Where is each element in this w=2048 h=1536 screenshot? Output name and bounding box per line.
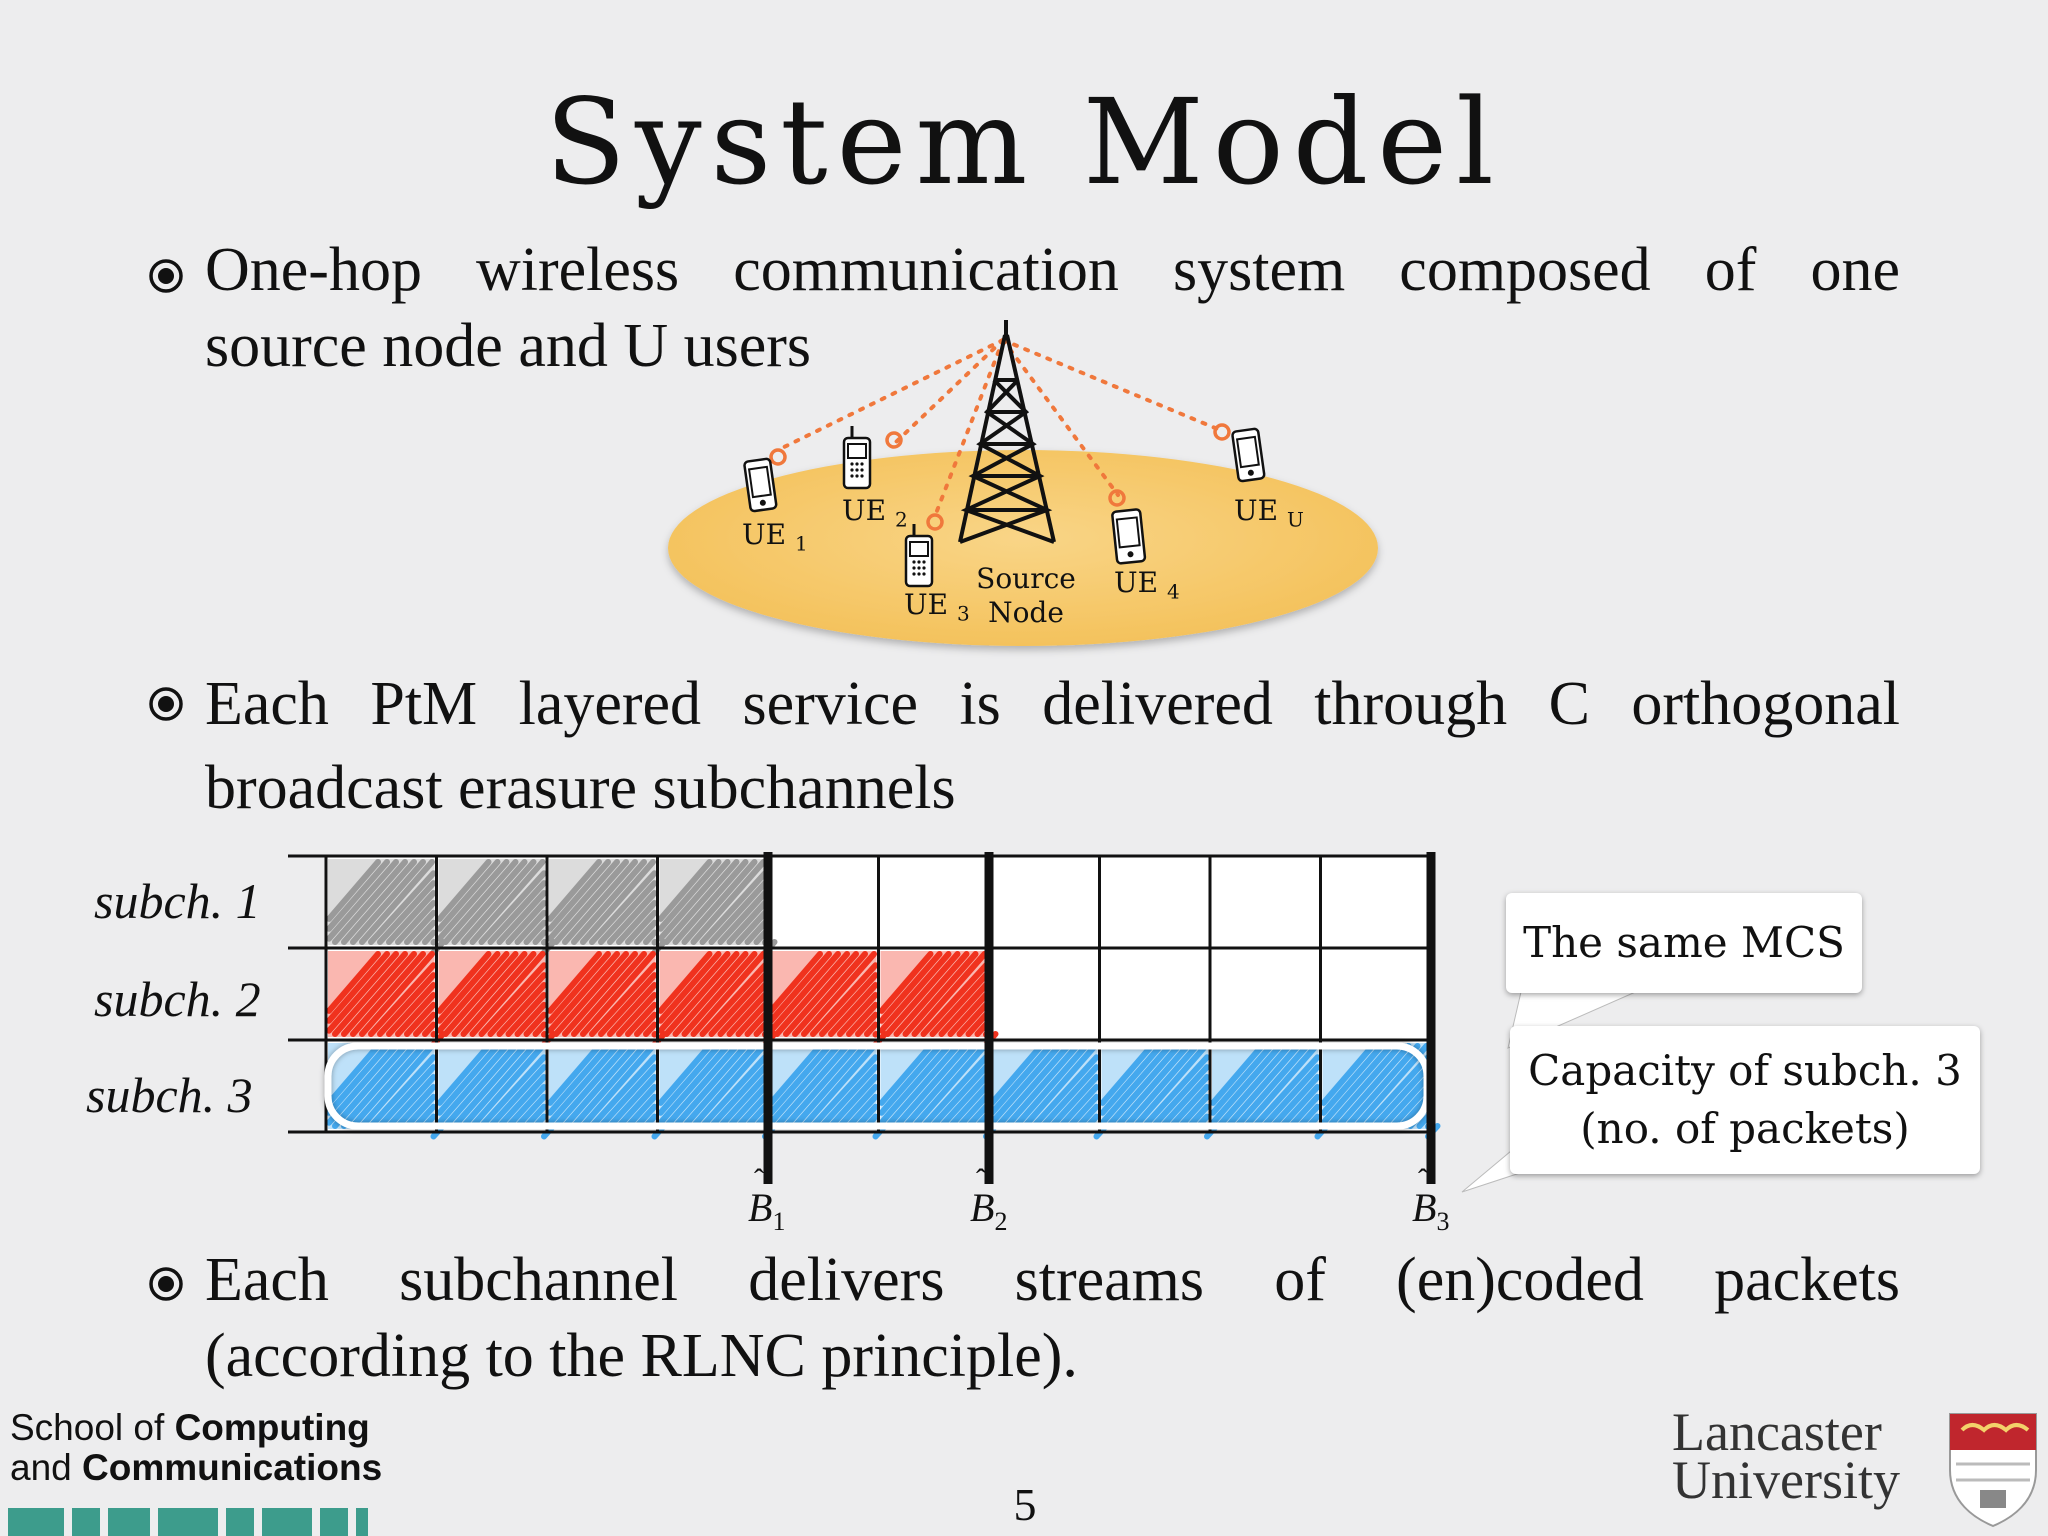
logo-bar (356, 1508, 368, 1536)
feature-phone-icon (842, 426, 872, 490)
packet-hatch (436, 951, 557, 1048)
logo-bar (108, 1508, 150, 1536)
bullet-3-line-2: (according to the RLNC principle). (205, 1322, 1078, 1390)
wireless-links (776, 338, 1222, 518)
logo-bar (8, 1508, 64, 1536)
subchannel-grid (288, 852, 1441, 1184)
subchannel-label: subch. 1 (94, 873, 261, 929)
ue-label: UE 2 (842, 494, 908, 532)
packet-hatch (768, 951, 888, 1048)
subchannel-label: subch. 3 (86, 1067, 253, 1123)
ue-label: UE 4 (1114, 566, 1180, 604)
packet-hatch (547, 951, 667, 1048)
bullet-1-line-2: source node and U users (205, 312, 812, 380)
packet-hatch (436, 859, 557, 956)
bullet-2-line-2: broadcast erasure subchannels (205, 754, 956, 822)
page-number: 5 (1013, 1479, 1037, 1530)
logo-bar (320, 1508, 348, 1536)
callout-same-mcs: The same MCS (1506, 893, 1862, 993)
feature-phone-icon (904, 524, 934, 588)
callout-capacity: Capacity of subch. 3 (no. of packets) (1510, 1026, 1980, 1174)
signal-rings (769, 423, 1231, 531)
source-node-label: Source Node (976, 562, 1076, 629)
bullet-3-line-1: Each subchannel delivers streams of (en)… (205, 1246, 1900, 1314)
bullet-2-line-1: Each PtM layered service is delivered th… (205, 670, 1900, 738)
smartphone-icon (1231, 427, 1266, 483)
ue-label: UE 1 (742, 518, 808, 556)
bullet-1: One-hop wireless communication system co… (205, 232, 1900, 384)
smartphone-icon (743, 457, 778, 513)
bullet-1-line-1: One-hop wireless communication system co… (205, 236, 1900, 304)
packet-hatch (326, 859, 446, 956)
slide-title: System Model (545, 73, 1503, 211)
marker-b1-label: ˆ B1 (748, 1163, 786, 1236)
bullet-icon (149, 1267, 183, 1301)
bullet-icon (149, 687, 183, 721)
university-logo-text: Lancaster University (1672, 1402, 1900, 1510)
marker-b3-label: ˆ B3 (1412, 1163, 1450, 1236)
bullet-icon (149, 259, 183, 293)
subchannel-label: subch. 2 (94, 971, 261, 1027)
logo-bar (72, 1508, 100, 1536)
bullet-2: Each PtM layered service is delivered th… (205, 662, 1900, 830)
school-logo-text: School of Computing and Communications (10, 1407, 383, 1488)
smartphone-icon (1111, 508, 1147, 565)
marker-b2-label: ˆ B2 (970, 1163, 1008, 1236)
logo-bar (158, 1508, 218, 1536)
school-logo-bars (8, 1508, 368, 1536)
packet-hatch (326, 951, 446, 1048)
ue-label: UE 3 (904, 588, 970, 626)
coverage-ellipse (668, 450, 1378, 646)
logo-bar (262, 1508, 312, 1536)
logo-bar (226, 1508, 254, 1536)
packet-hatch (547, 859, 667, 956)
tower-icon (958, 320, 1056, 544)
bullet-3: Each subchannel delivers streams of (en)… (205, 1242, 1900, 1394)
network-diagram (668, 320, 1378, 646)
university-crest-icon (1949, 1413, 2037, 1528)
ue-label: UE U (1234, 494, 1304, 532)
